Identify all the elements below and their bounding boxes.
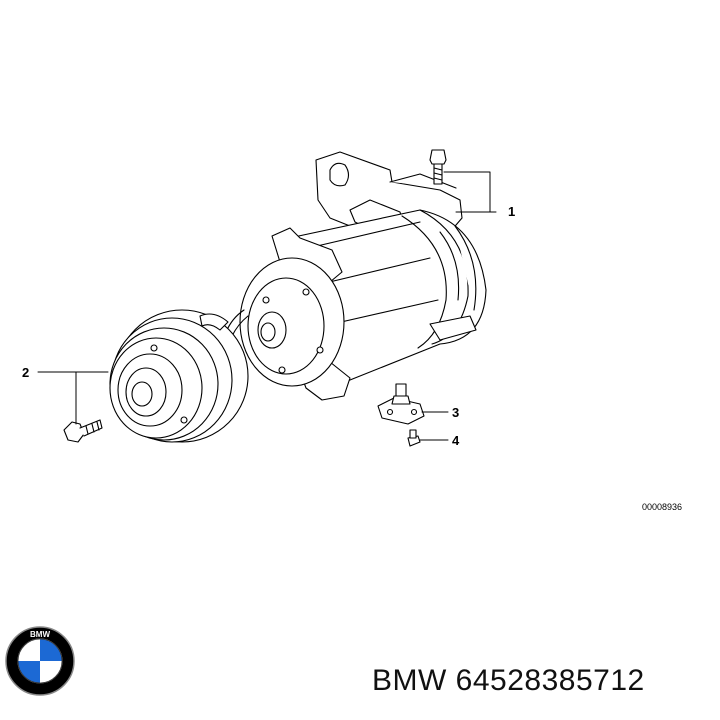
screw-icon bbox=[407, 429, 421, 447]
callout-number-3: 3 bbox=[452, 405, 460, 420]
drawing-number: 00008936 bbox=[642, 502, 683, 512]
logo-lettering: BMW bbox=[30, 630, 50, 639]
brand-name: BMW bbox=[372, 664, 447, 697]
part-caption: BMW 64528385712 bbox=[372, 664, 645, 698]
compressor-body-drawing bbox=[225, 151, 487, 401]
part-number: 64528385712 bbox=[455, 664, 645, 697]
callout-number-1: 1 bbox=[508, 204, 516, 219]
clutch-pulley-drawing bbox=[109, 309, 249, 443]
callout-number-2: 2 bbox=[22, 365, 30, 380]
bmw-roundel-logo: BMW bbox=[5, 626, 75, 696]
bolt-icon bbox=[429, 149, 447, 185]
bolt-icon bbox=[63, 419, 103, 443]
relief-valve-icon bbox=[377, 383, 425, 425]
callout-number-4: 4 bbox=[452, 433, 460, 448]
